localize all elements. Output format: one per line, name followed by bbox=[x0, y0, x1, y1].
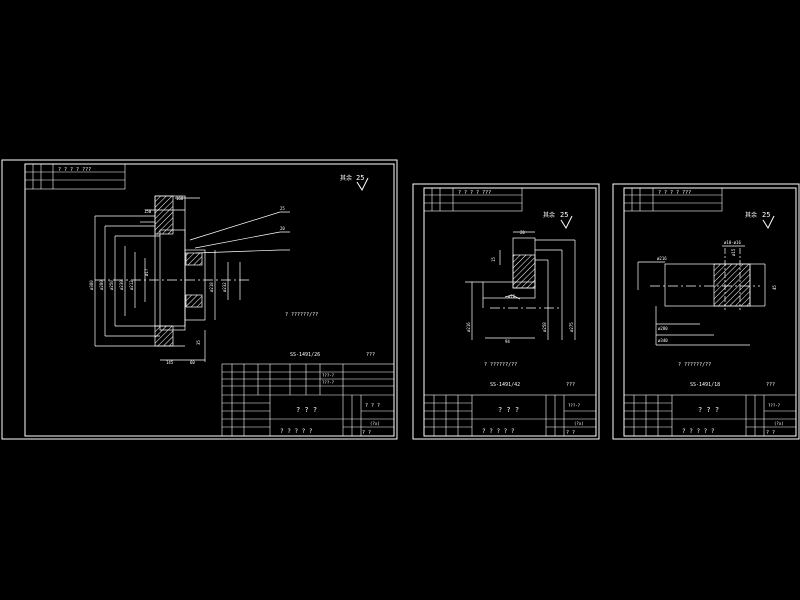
sheet-3-title-cell: (?x) bbox=[774, 421, 784, 426]
dim-label: ø16 bbox=[508, 294, 516, 299]
sheet-3-tech-note: ? ??????/?? bbox=[678, 362, 711, 368]
dim-label: ø230 bbox=[119, 280, 124, 290]
dim-label: 145 bbox=[166, 360, 174, 365]
drawing-sheet-3: ? ? ? ? ??? 其余 25 ø10-ø16 ø15 ø216 ø280 bbox=[612, 183, 800, 440]
sheet-2-part-code: SS-1491/42 bbox=[490, 382, 520, 388]
dim-label: ø216 bbox=[466, 322, 471, 332]
sheet-2-header-text: ? ? ? ? ??? bbox=[458, 190, 491, 196]
dim-label: ø250 bbox=[109, 280, 114, 290]
sheet-2-outer-border bbox=[412, 183, 600, 440]
dim-label: ø280 bbox=[99, 280, 104, 290]
sheet-2-roughness-label: 其余 bbox=[543, 211, 555, 219]
dim-label: 45 bbox=[772, 285, 777, 290]
sheet-1-header-table bbox=[24, 163, 126, 190]
sheet-3-roughness-value: 25 bbox=[762, 211, 770, 219]
drawing-sheet-1: ? ? ? ? ??? 其余 25 bbox=[1, 159, 398, 440]
sheet-3-roughness-symbol-icon bbox=[762, 215, 775, 230]
dim-label: 20 bbox=[520, 230, 525, 235]
sheet-3-header-text: ? ? ? ? ??? bbox=[658, 190, 691, 196]
sheet-1-roughness-value: 25 bbox=[356, 174, 364, 182]
dim-label: ø380 bbox=[89, 280, 94, 290]
sheet-1-header-text: ? ? ? ? ??? bbox=[58, 167, 91, 173]
sheet-3-part-code-suffix: ??? bbox=[766, 382, 775, 388]
dim-label: ø340 bbox=[658, 338, 668, 343]
sheet-3-title-cell: ? ? ? bbox=[698, 406, 719, 414]
sheet-2-title-cell: (?x) bbox=[574, 421, 584, 426]
sheet-1-title-cell: ? ? ? bbox=[296, 406, 317, 414]
dim-label: ø232 bbox=[222, 282, 227, 292]
sheet-2-title-block bbox=[423, 394, 597, 437]
sheet-1-part-code: SS-1491/26 bbox=[290, 352, 320, 358]
sheet-1-dimension-labels: 160 25 150 ø380 ø280 ø250 ø230 ø212 ø1? … bbox=[89, 196, 285, 365]
sheet-2-title-cell: ? ? bbox=[566, 430, 575, 436]
drawing-sheet-2: ? ? ? ? ??? 其余 25 20 15 ø216 bbox=[412, 183, 600, 440]
sheet-2-roughness-symbol-icon bbox=[560, 215, 573, 230]
sheet-1-roughness-symbol-icon bbox=[356, 177, 369, 192]
sheet-2-roughness-value: 25 bbox=[560, 211, 568, 219]
sheet-1-section-view bbox=[94, 195, 290, 362]
sheet-3-title-cell: ? ? bbox=[766, 430, 775, 436]
sheet-2-title-cell: ???-? bbox=[568, 403, 581, 408]
sheet-1-title-cell: ???-? bbox=[322, 373, 335, 378]
sheet-3-roughness-label: 其余 bbox=[745, 211, 757, 219]
dim-label: 160 bbox=[176, 196, 184, 201]
dim-label: 60 bbox=[190, 360, 195, 365]
dim-label: 35 bbox=[196, 340, 201, 345]
sheet-3-title-cell: ? ? ? ? ? bbox=[682, 428, 715, 435]
dim-label: ø1? bbox=[144, 268, 149, 276]
dim-label: ø258 bbox=[542, 322, 547, 332]
sheet-2-header-table bbox=[423, 187, 523, 212]
dim-label: 15 bbox=[491, 257, 496, 262]
sheet-1-title-cell: ? ? ? ? ? bbox=[280, 428, 313, 435]
sheet-1-outer-border bbox=[1, 159, 398, 440]
dim-label: 25 bbox=[280, 206, 285, 211]
sheet-2-tech-note: ? ??????/?? bbox=[484, 362, 517, 368]
sheet-1-inner-border bbox=[24, 163, 395, 437]
sheet-1-title-cell: ???-? bbox=[322, 380, 335, 385]
sheet-2-part-code-suffix: ??? bbox=[566, 382, 575, 388]
sheet-3-title-cell: ???-? bbox=[768, 403, 781, 408]
dim-label: 150 bbox=[144, 209, 152, 214]
dim-label: ø10-ø16 bbox=[724, 240, 741, 245]
dim-label: ø212 bbox=[129, 280, 134, 290]
sheet-3-section-view bbox=[637, 245, 766, 346]
sheet-1-roughness-label: 其余 bbox=[340, 174, 352, 182]
sheet-3-header-table bbox=[623, 187, 723, 212]
sheet-2-section-view bbox=[465, 231, 576, 340]
dim-label: ø216 bbox=[657, 256, 667, 261]
sheet-3-part-code: SS-1491/18 bbox=[690, 382, 720, 388]
dim-label: 20 bbox=[280, 226, 285, 231]
sheet-3-title-block bbox=[623, 394, 797, 437]
sheet-2-title-cell: ? ? ? ? ? bbox=[482, 428, 515, 435]
dim-label: 94 bbox=[505, 339, 510, 344]
sheet-1-title-cell: ? ? ? bbox=[365, 403, 380, 409]
sheet-2-title-cell: ? ? ? bbox=[498, 406, 519, 414]
sheet-1-title-cell: ? ? bbox=[362, 430, 371, 436]
sheet-1-part-code-suffix: ??? bbox=[366, 352, 375, 358]
dim-label: ø218 bbox=[209, 282, 214, 292]
sheet-1-title-block bbox=[221, 363, 395, 437]
dim-label: ø15 bbox=[731, 248, 736, 256]
sheet-1-title-cell: (?x) bbox=[370, 421, 380, 426]
dim-label: ø280 bbox=[658, 326, 668, 331]
dim-label: ø275 bbox=[569, 322, 574, 332]
sheet-3-outer-border bbox=[612, 183, 800, 440]
sheet-1-tech-note: ? ??????/?? bbox=[285, 312, 318, 318]
